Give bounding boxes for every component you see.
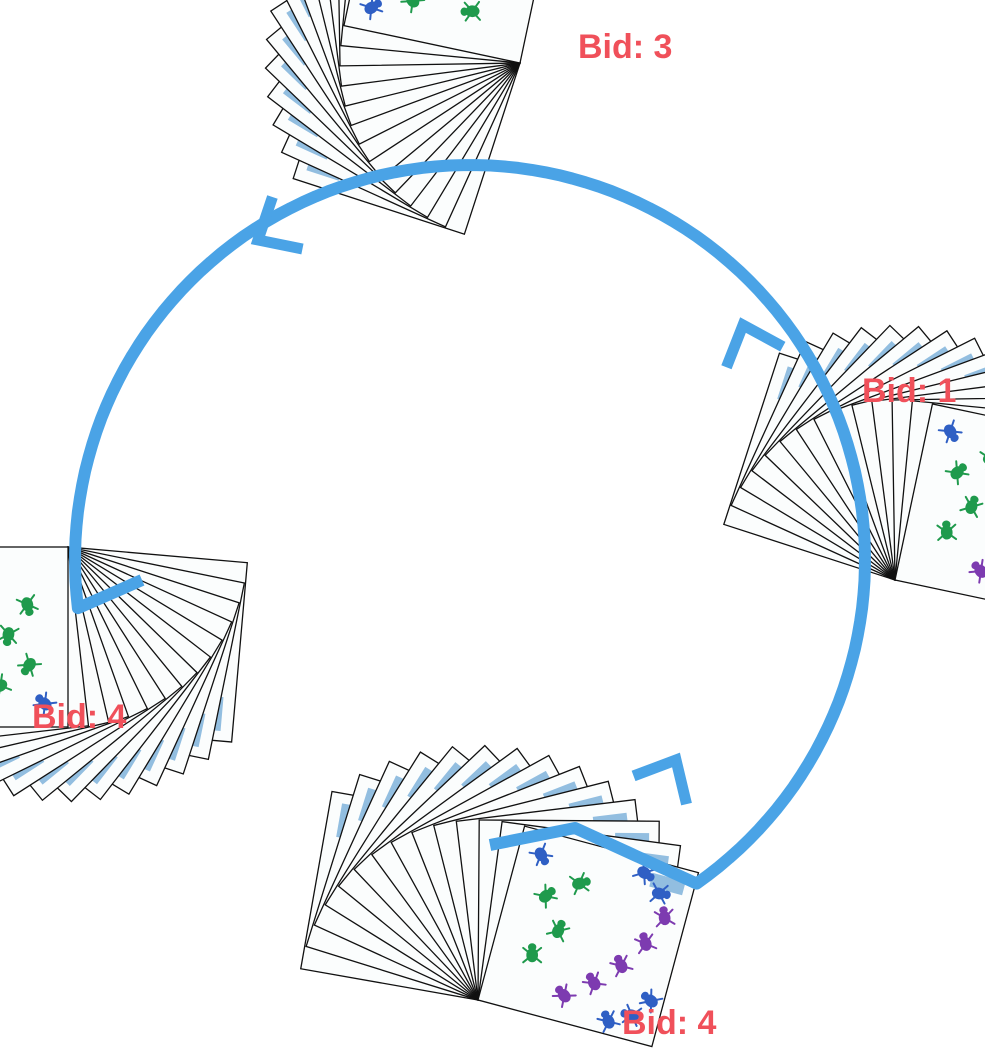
bid-label-top: Bid: 3 bbox=[578, 28, 672, 67]
card-fan-bottom bbox=[301, 746, 699, 1047]
bid-label-left: Bid: 4 bbox=[32, 698, 126, 737]
chevron-arrow-icon bbox=[715, 315, 783, 367]
bid-label-bottom: Bid: 4 bbox=[622, 1004, 716, 1043]
bid-label-right: Bid: 1 bbox=[862, 372, 956, 411]
chevron-arrow-icon bbox=[634, 746, 703, 804]
